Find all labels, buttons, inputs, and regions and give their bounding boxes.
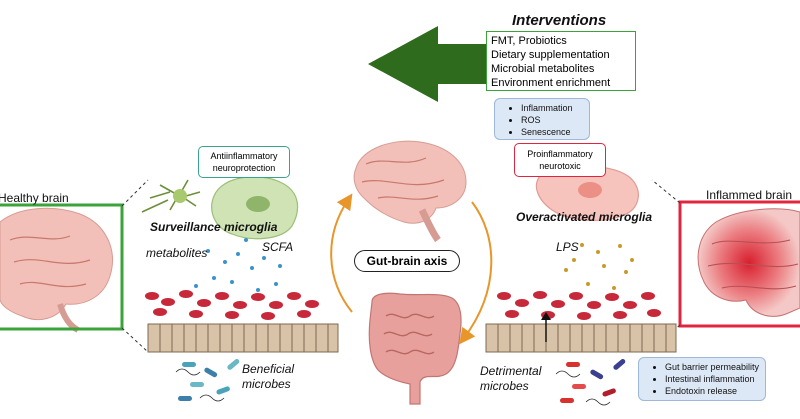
center-brain-image (353, 140, 467, 243)
gut-brain-cycle-arrows (330, 193, 493, 345)
list-item: Senescence (521, 126, 589, 138)
intervention-item: Microbial metabolites (491, 63, 595, 75)
beneficial-microbes-image (175, 358, 240, 402)
gut-barrier-list-box: Gut barrier permeability Intestinal infl… (638, 357, 766, 401)
scfa-dots (194, 238, 282, 292)
metabolites-label: metabolites (146, 246, 208, 260)
lps-label: LPS (556, 240, 579, 254)
intervention-item: Environment enrichment (491, 77, 611, 89)
surveillance-microglia-label: Surveillance microglia (150, 220, 278, 234)
inflamed-brain-label: Inflammed brain (706, 188, 793, 202)
healthy-brain-label: Healthy brain (0, 191, 69, 205)
epithelium-right (485, 312, 677, 353)
intervention-item: FMT, Probiotics (491, 35, 567, 47)
proinflammatory-box: Proinflammatory neurotoxic (514, 143, 606, 177)
gut-brain-axis-label: Gut-brain axis (354, 250, 460, 272)
anti-line-1: Antiinflammatory (210, 151, 278, 161)
beneficial-microbes-label: Beneficial microbes (242, 362, 294, 392)
detrimental-line-1: Detrimental (480, 364, 542, 378)
interventions-box: FMT, Probiotics Dietary supplementation … (486, 31, 636, 91)
overactivated-microglia-cell (535, 165, 639, 221)
healthy-brain-image (0, 207, 113, 333)
beneficial-line-1: Beneficial (242, 362, 295, 376)
inflamed-brain-image (697, 208, 800, 317)
list-item: Inflammation (521, 102, 589, 114)
anti-line-2: neuroprotection (212, 163, 276, 173)
blood-cells-left (145, 290, 319, 320)
center-intestine-image (368, 292, 462, 405)
intervention-item: Dietary supplementation (491, 49, 610, 61)
pro-line-2: neurotoxic (539, 161, 581, 171)
detrimental-microbes-image (555, 358, 626, 406)
list-item: ROS (521, 114, 589, 126)
epithelium-left (147, 323, 339, 353)
detrimental-line-2: microbes (480, 379, 529, 393)
interventions-arrow (368, 26, 488, 102)
blood-cells-right (497, 291, 661, 320)
healthy-brain-frame (0, 203, 124, 331)
scfa-label: SCFA (262, 240, 294, 254)
beneficial-line-2: microbes (242, 377, 291, 391)
detrimental-microbes-label: Detrimental microbes (480, 364, 541, 394)
healthy-zoom-lines (121, 179, 149, 353)
list-item: Gut barrier permeability (665, 361, 765, 373)
pro-line-1: Proinflammatory (527, 149, 593, 159)
overactivated-microglia-label: Overactivated microglia (516, 210, 653, 224)
inflamed-brain-frame (678, 200, 800, 328)
inflammation-list-box: Inflammation ROS Senescence (494, 98, 590, 140)
interventions-title: Interventions (512, 12, 607, 29)
list-item: Endotoxin release (665, 385, 765, 397)
surveillance-microglia-cells (141, 176, 299, 240)
antiinflammatory-box: Antiinflammatory neuroprotection (198, 146, 290, 178)
list-item: Intestinal inflammation (665, 373, 765, 385)
lps-dots (564, 243, 634, 290)
inflamed-zoom-lines (651, 179, 681, 349)
